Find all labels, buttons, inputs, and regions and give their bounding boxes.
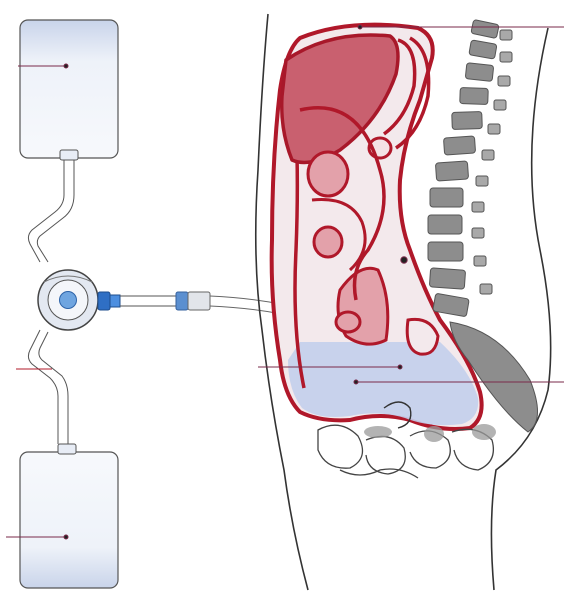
transfer-set-connector xyxy=(38,270,98,330)
lower-tubing xyxy=(28,330,68,444)
upper-dialysate-bag xyxy=(20,20,118,160)
bowel-loops xyxy=(318,425,493,478)
stool-shading xyxy=(364,424,496,442)
lower-drainage-bag xyxy=(20,444,118,588)
upper-tubing xyxy=(28,160,74,262)
catheter-connector xyxy=(98,292,210,310)
